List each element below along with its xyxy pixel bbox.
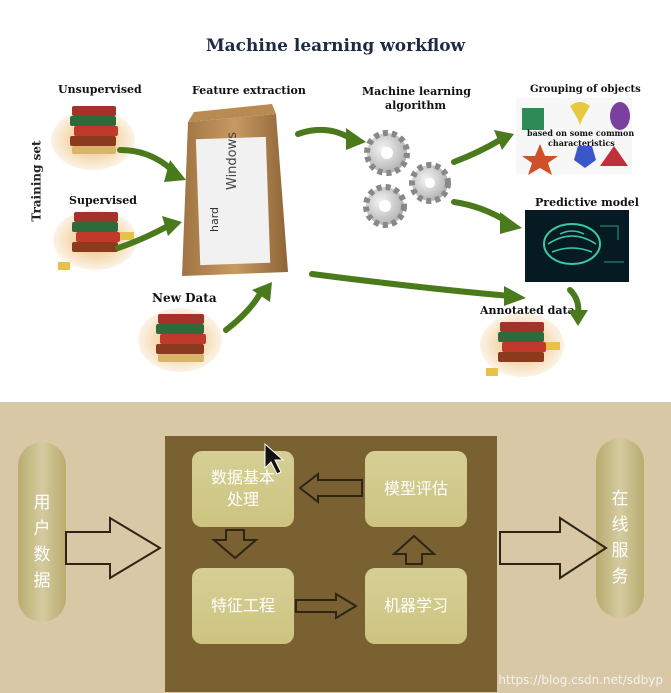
- annotated-data-label: Annotated data: [480, 304, 575, 317]
- model-eval-box: 模型评估: [365, 451, 467, 527]
- diagram-title: Machine learning workflow: [205, 36, 466, 56]
- book-stack-icon: [53, 210, 137, 270]
- box-label-line: 处理: [226, 490, 259, 509]
- online-service-char: 服: [611, 541, 629, 561]
- user-data-char: 用: [33, 493, 51, 513]
- svg-text:hard: hard: [208, 207, 221, 232]
- grouping-sub-label-1: based on some common: [527, 128, 635, 138]
- online-service-char: 在: [611, 489, 629, 509]
- user-data-char: 据: [33, 571, 51, 591]
- arrowheads: [162, 128, 588, 326]
- machine-learning-box: 机器学习: [365, 568, 467, 644]
- ml-algorithm-label-1: Machine learning: [362, 85, 471, 98]
- book-stack-icon: [138, 308, 222, 372]
- watermark: https://blog.csdn.net/sdbyp: [498, 673, 663, 687]
- feature-extraction-label: Feature extraction: [192, 84, 306, 97]
- paper-bag-icon: Windows hard: [182, 104, 288, 276]
- workflow-graphics: Windows hard: [51, 98, 632, 377]
- grouping-shapes-icon: [516, 98, 632, 175]
- ml-algorithm-label-2: algorithm: [385, 99, 447, 112]
- online-service-pill: 在 线 服 务: [596, 438, 644, 618]
- box-label-line: 数据基本: [210, 468, 275, 487]
- brain-screen-icon: [525, 210, 629, 282]
- user-data-char: 户: [33, 519, 51, 539]
- gears-icon: [363, 130, 451, 228]
- user-data-char: 数: [33, 545, 51, 565]
- book-stack-icon: [51, 106, 135, 170]
- supervised-label: Supervised: [69, 194, 137, 207]
- online-service-char: 线: [611, 515, 629, 535]
- grouping-sub-label-2: characteristics: [548, 138, 615, 148]
- feature-eng-box: 特征工程: [192, 568, 294, 644]
- book-stack-icon: [480, 313, 564, 377]
- online-service-char: 务: [611, 567, 629, 587]
- svg-text:Windows: Windows: [225, 132, 240, 190]
- data-basic-processing-box: 数据基本处理: [192, 451, 294, 527]
- unsupervised-label: Unsupervised: [58, 83, 142, 96]
- grouping-label: Grouping of objects: [530, 84, 641, 95]
- ml-workflow-diagram: Machine learning workflow Training set U…: [29, 36, 641, 377]
- user-data-pill: 用 户 数 据: [18, 442, 66, 622]
- new-data-label: New Data: [152, 291, 217, 305]
- predictive-model-label: Predictive model: [535, 196, 639, 209]
